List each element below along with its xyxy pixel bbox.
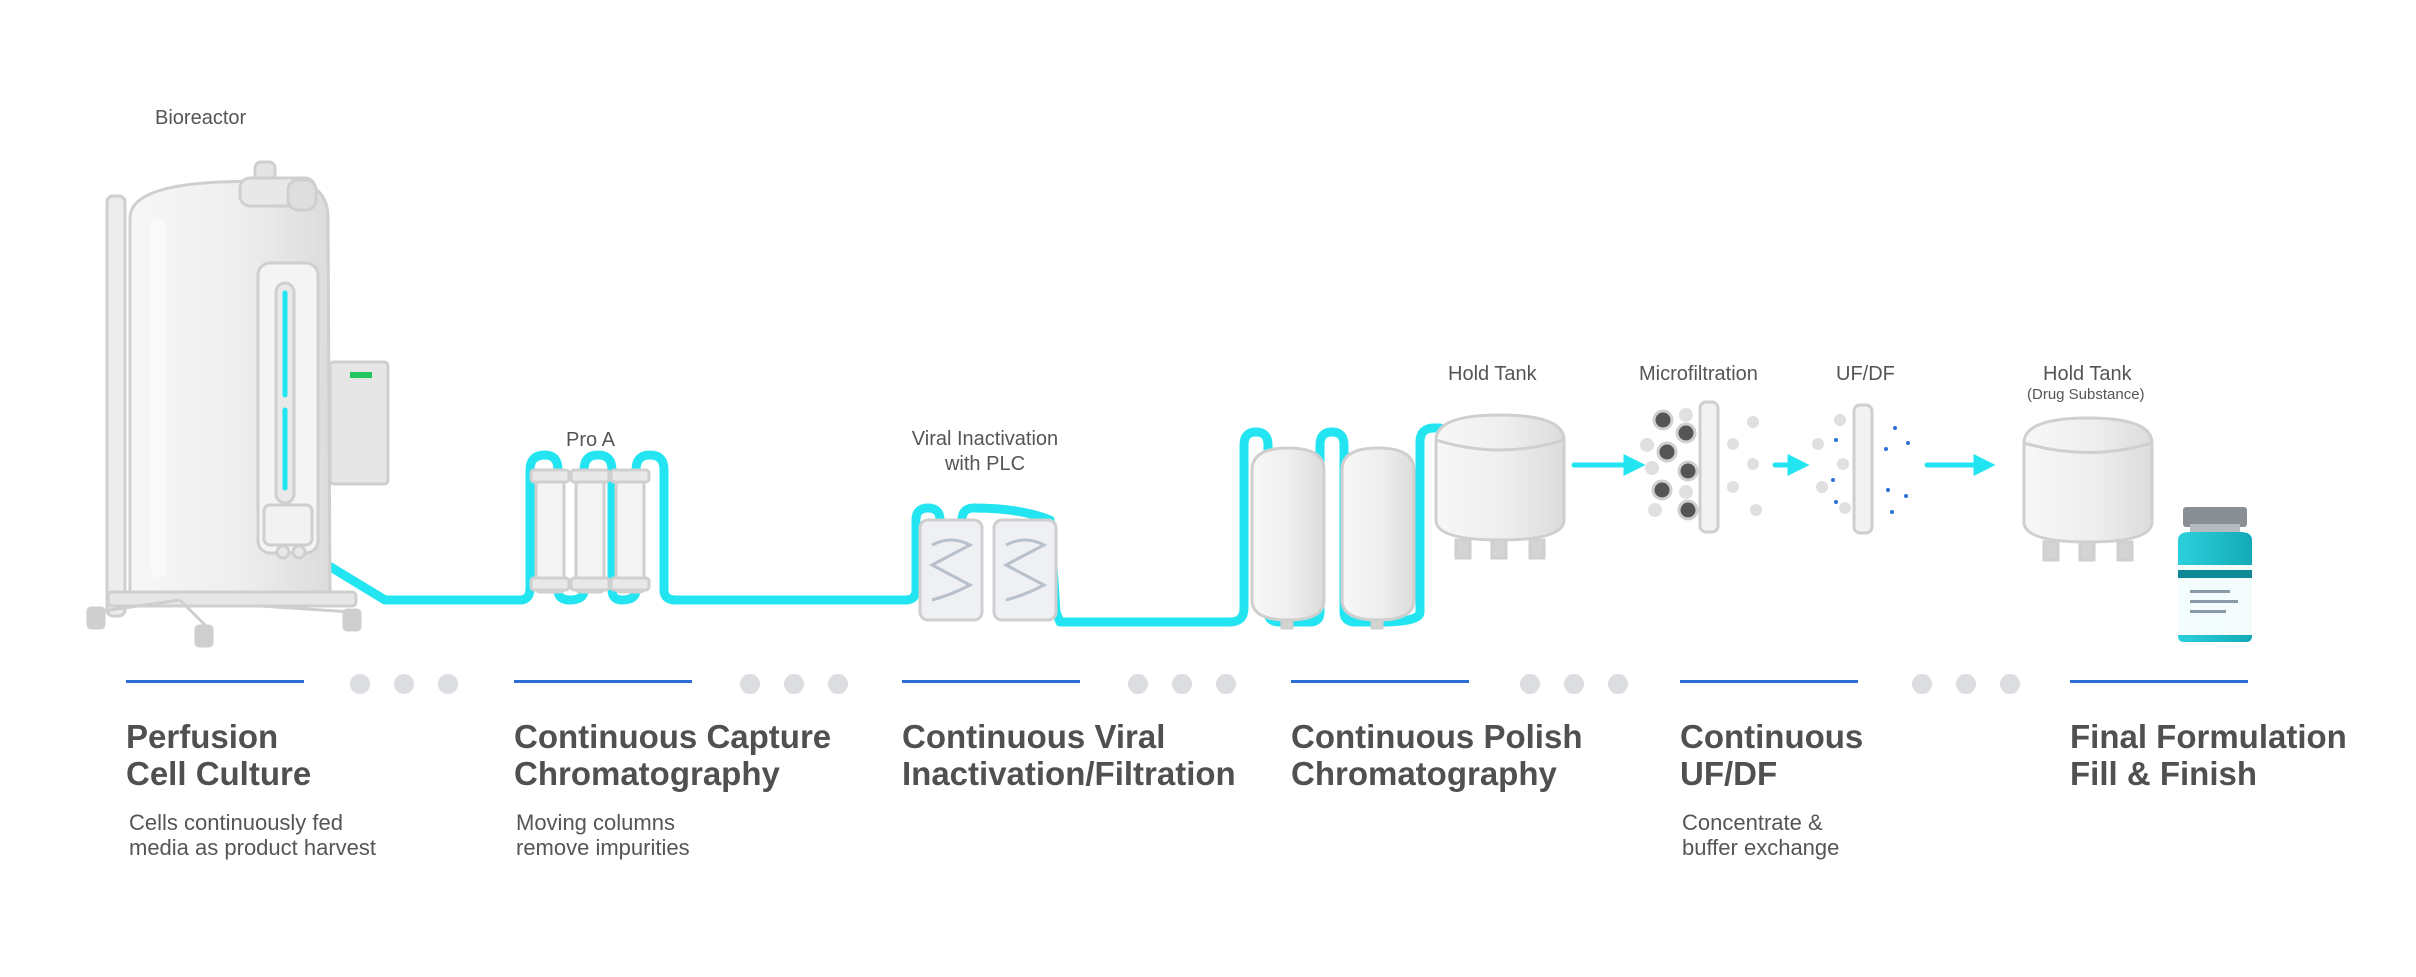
stage-underline [1680, 680, 1858, 683]
label-bioreactor: Bioreactor [155, 107, 247, 129]
stage-underline [1291, 680, 1469, 683]
label-hold-tank: Hold Tank [1448, 363, 1537, 385]
ufdf-membrane [1812, 403, 1910, 535]
microfiltration [1640, 400, 1762, 534]
stage-title-perfusion: Perfusion Cell Culture [126, 718, 312, 792]
stage-title-ufdf: Continuous UF/DF [1680, 718, 1864, 792]
stage-title-capture: Continuous Capture Chromatography [514, 718, 832, 792]
stage-underline [902, 680, 1080, 683]
drug-vial [2178, 507, 2252, 642]
flow-arrows [1571, 453, 1996, 477]
label-hold-tank-ds-sub: (Drug Substance) [2027, 386, 2145, 403]
stage-separator-dots [740, 674, 848, 694]
hold-tank [1434, 413, 1566, 560]
stage-separator-dots [1520, 674, 1628, 694]
stage-title-final: Final Formulation Fill & Finish [2070, 718, 2347, 792]
stage-separator-dots [350, 674, 458, 694]
label-viral-inactivation: Viral Inactivation with PLC [911, 428, 1059, 475]
stage-underline [126, 680, 304, 683]
stage-separator-dots [1912, 674, 2020, 694]
label-hold-tank-ds: Hold Tank [2043, 363, 2132, 385]
pro-a-columns [529, 468, 651, 594]
label-microfiltration: Microfiltration [1639, 363, 1758, 385]
label-ufdf: UF/DF [1836, 363, 1895, 385]
stage-underline [514, 680, 692, 683]
stage-title-viral: Continuous Viral Inactivation/Filtration [902, 718, 1236, 792]
stage-desc-capture: Moving columns remove impurities [516, 810, 690, 860]
pipe-bioreactor-to-proa [301, 450, 945, 605]
stage-separator-dots [1128, 674, 1236, 694]
polish-chromatography-tanks [1250, 446, 1416, 630]
stage-desc-ufdf: Concentrate & buffer exchange [1682, 810, 1840, 860]
viral-inactivation-vessels [918, 518, 1058, 622]
stage-desc-perfusion: Cells continuously fed media as product … [129, 810, 377, 860]
bioreactor [86, 160, 390, 648]
stage-underline [2070, 680, 2248, 683]
hold-tank-drug-substance [2022, 416, 2154, 562]
stage-title-polish: Continuous Polish Chromatography [1291, 718, 1583, 792]
label-pro-a: Pro A [566, 429, 615, 451]
